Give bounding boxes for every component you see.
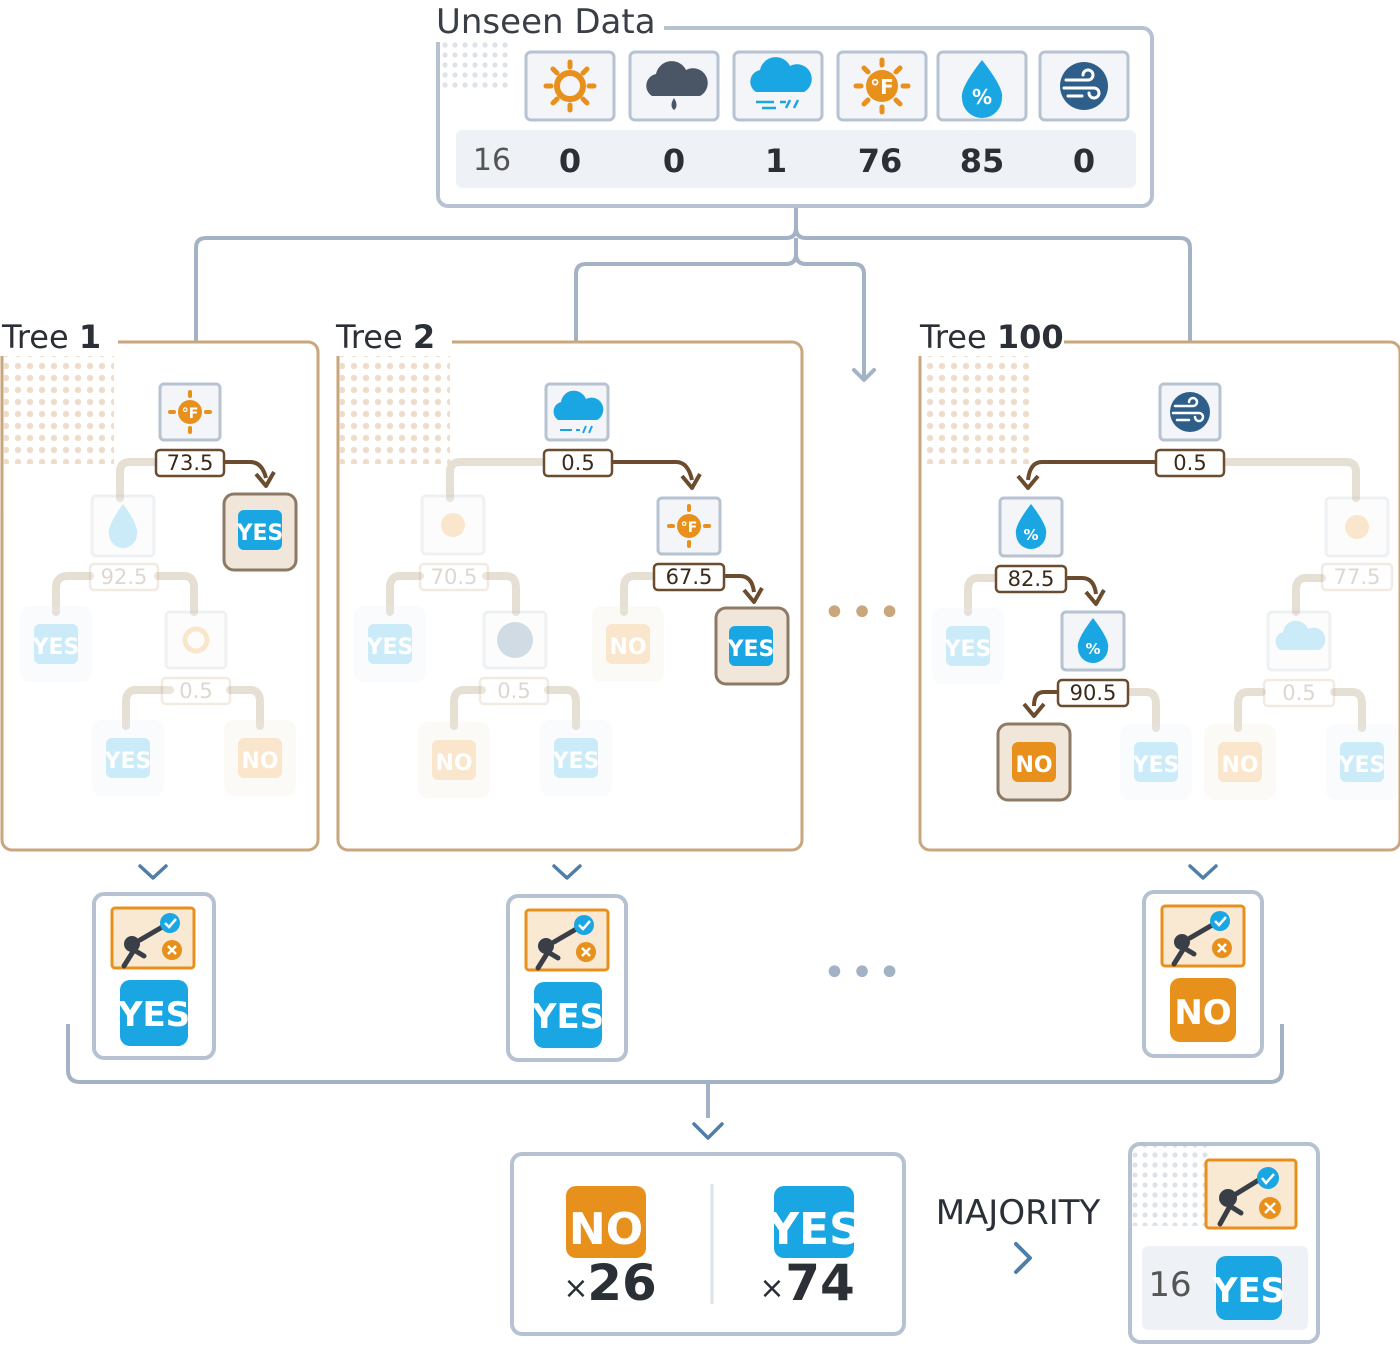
prediction-label: YES (117, 995, 190, 1035)
chevron-down-icon (138, 864, 1218, 880)
result-label: YES (1212, 1271, 1285, 1311)
temperature-icon: °F (836, 50, 928, 122)
vote-no-label: NO (569, 1204, 643, 1255)
leaf-no: NO (435, 751, 472, 776)
golf-decision-icon (524, 908, 610, 972)
humidity-icon: % (936, 50, 1028, 122)
chevron-right-icon (1014, 1242, 1032, 1274)
prediction-card-2: YES (506, 894, 628, 1062)
threshold-label: 0.5 (1173, 451, 1206, 475)
leaf-yes: YES (104, 749, 152, 774)
svg-text:°F: °F (870, 75, 894, 99)
threshold-label: 92.5 (101, 565, 148, 589)
prediction-label: NO (1174, 993, 1231, 1033)
threshold-label: 67.5 (666, 565, 713, 589)
temperature-icon: °F (656, 496, 722, 556)
humidity-icon: % (998, 496, 1064, 558)
cloud-wind-icon (732, 50, 824, 122)
vote-yes-count: 74 (785, 1254, 855, 1312)
threshold-label: 0.5 (179, 679, 212, 703)
times-symbol: × (563, 1271, 588, 1306)
prediction-card-100: NO (1142, 890, 1264, 1058)
temperature-icon: °F (158, 382, 222, 442)
cloud-rain-icon (628, 50, 720, 122)
unseen-data-panel: Unseen Data 16 (432, 2, 1154, 208)
aggregation-bracket (66, 1024, 1284, 1140)
golf-decision-icon (1204, 1158, 1298, 1230)
svg-text:%: % (972, 85, 992, 109)
tree-2-panel: Tree 2 0.5 °F 67.5 (334, 318, 804, 852)
leaf-no: NO (241, 749, 278, 774)
leaf-yes: YES (1338, 753, 1386, 778)
prediction-card-1: YES (92, 892, 216, 1060)
leaf-no: NO (1015, 753, 1052, 778)
leaf-yes: YES (1132, 753, 1180, 778)
tree-1-panel: Tree 1 °F 73.5 YES (0, 318, 320, 852)
tree-2-label: Tree 2 (335, 318, 435, 356)
leaf-yes: YES (32, 635, 80, 660)
golf-decision-icon (110, 906, 196, 970)
tree-100-panel: Tree 100 0.5 % 82.5 % (916, 318, 1400, 852)
wind-icon (1158, 382, 1222, 442)
times-symbol: × (759, 1271, 784, 1306)
wind-icon (1038, 50, 1130, 122)
tree-100-label: Tree 100 (919, 318, 1064, 356)
ellipsis: ••• (823, 950, 906, 996)
threshold-label: 90.5 (1070, 681, 1117, 705)
leaf-no: NO (1221, 753, 1258, 778)
threshold-label: 0.5 (561, 451, 594, 475)
tree-1-label: Tree 1 (1, 318, 101, 356)
leaf-yes: YES (727, 637, 775, 662)
golf-decision-icon (1160, 904, 1246, 968)
result-row-id: 16 (1148, 1265, 1191, 1305)
sun-icon (524, 50, 616, 122)
feature-value: 85 (960, 142, 1005, 180)
threshold-label: 73.5 (167, 451, 214, 475)
vote-yes-label: YES (766, 1204, 861, 1255)
svg-text:%: % (1085, 640, 1100, 658)
svg-text:°F: °F (182, 406, 199, 422)
svg-text:%: % (1023, 526, 1038, 544)
leaf-yes: YES (236, 521, 284, 546)
vote-no-count: 26 (587, 1254, 657, 1312)
ellipsis: ••• (823, 590, 906, 636)
feature-value: 1 (765, 142, 787, 180)
feature-value: 76 (858, 142, 903, 180)
leaf-no: NO (609, 635, 646, 660)
threshold-label: 0.5 (1282, 681, 1315, 705)
threshold-label: 70.5 (431, 565, 478, 589)
final-result-card: 16 YES (1128, 1142, 1320, 1344)
humidity-icon: % (1060, 610, 1126, 672)
vote-count-panel: NO × 26 YES × 74 (510, 1152, 906, 1336)
majority-label: MAJORITY (936, 1193, 1101, 1233)
threshold-label: 0.5 (497, 679, 530, 703)
threshold-label: 77.5 (1334, 565, 1381, 589)
leaf-yes: YES (366, 635, 414, 660)
feature-value: 0 (559, 142, 581, 180)
cloud-wind-icon (544, 382, 610, 442)
leaf-yes: YES (552, 749, 600, 774)
row-id: 16 (473, 143, 511, 178)
feature-value: 0 (1073, 142, 1095, 180)
feature-value: 0 (663, 142, 685, 180)
svg-text:°F: °F (681, 520, 698, 536)
leaf-yes: YES (944, 637, 992, 662)
prediction-label: YES (531, 997, 604, 1037)
unseen-data-title: Unseen Data (436, 2, 656, 42)
threshold-label: 82.5 (1008, 567, 1055, 591)
